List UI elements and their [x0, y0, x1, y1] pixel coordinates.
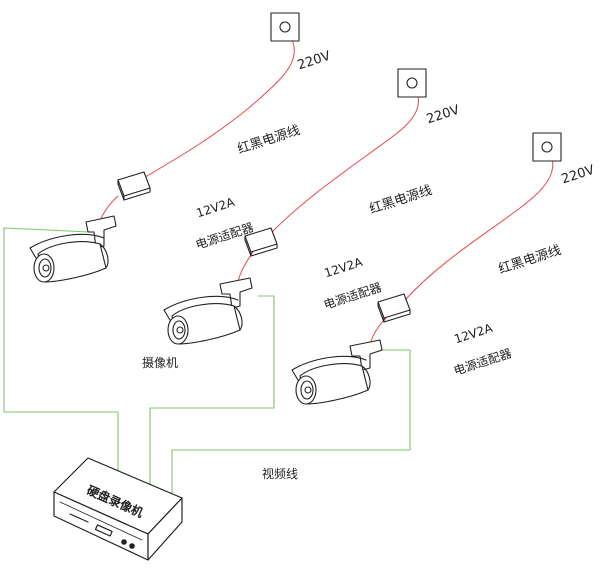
video-wire-1 — [3, 227, 119, 483]
bullet-camera-icon — [291, 339, 383, 405]
adapter-label-2-line1: 12V2A — [322, 254, 365, 281]
camera-label: 摄像机 — [142, 356, 179, 370]
video-wire-3 — [171, 349, 411, 499]
power-adapter-icon — [117, 171, 151, 201]
power-wire-3a — [404, 145, 554, 301]
power-wire-2a — [271, 82, 419, 233]
adapter-label-2-line2: 电源适配器 — [321, 280, 384, 313]
video-wire-group — [3, 227, 411, 499]
wall-socket-icon — [397, 68, 427, 98]
power-wire-2b — [237, 251, 254, 283]
power-wire-group — [97, 31, 554, 346]
bullet-camera-icon — [163, 277, 253, 345]
bullet-camera-icon — [29, 215, 117, 283]
adapter-label-3-line1: 12V2A — [452, 320, 495, 347]
wall-socket-icon — [532, 132, 562, 162]
adapter-label-3-line2: 电源适配器 — [451, 346, 514, 379]
adapter-label-1-line2: 电源适配器 — [193, 220, 256, 253]
adapter-label-1-line1: 12V2A — [194, 194, 237, 221]
power-adapter-icon — [377, 293, 411, 323]
video-wire-2 — [149, 295, 275, 491]
wall-socket-icon — [270, 12, 300, 42]
power-wire-1a — [139, 31, 295, 181]
nvr-device-icon — [53, 457, 183, 561]
power-adapter-icon — [244, 227, 278, 257]
video-wire-label: 视频线 — [262, 467, 299, 481]
